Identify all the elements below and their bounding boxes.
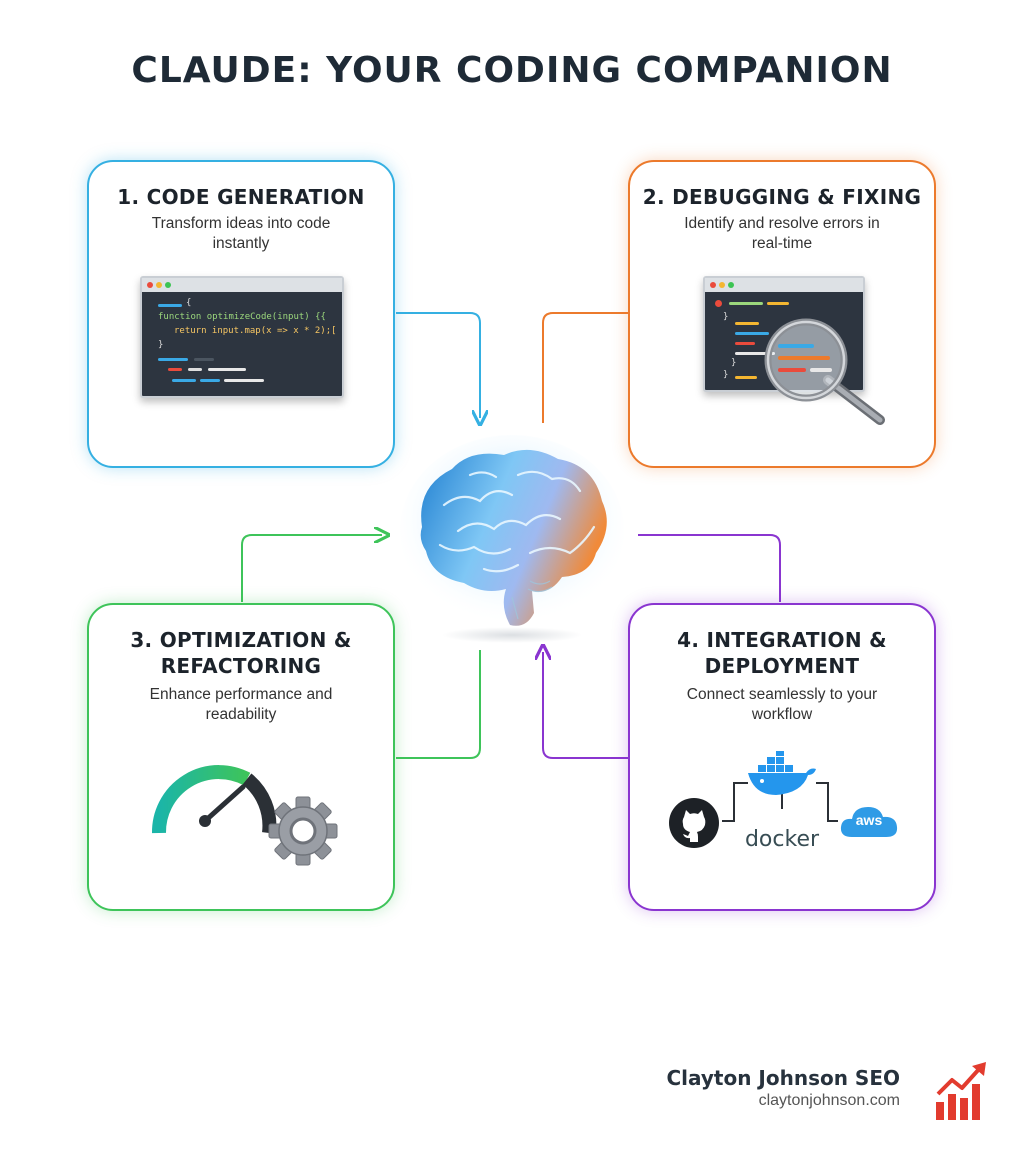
- code-editor-illustration: { function optimizeCode(input) {{ return…: [140, 276, 344, 398]
- connector-debugging: [542, 312, 628, 423]
- connector-optimization-lower: [396, 650, 481, 759]
- connector-code-generation: [396, 312, 480, 418]
- card-code-generation: 1. CODE GENERATION Transform ideas into …: [87, 160, 395, 468]
- code-line-function: function optimizeCode(input) {{: [158, 312, 326, 322]
- connector-integration-lower: [543, 652, 628, 759]
- page-title: CLAUDE: YOUR CODING COMPANION: [131, 50, 893, 91]
- card-description: Connect seamlessly to your workflow: [686, 686, 878, 723]
- card-optimization-refactoring: 3. OPTIMIZATION & REFACTORING Enhance pe…: [87, 603, 395, 911]
- card-title: 2. DEBUGGING & FIXING: [642, 185, 922, 209]
- docker-label: docker: [744, 827, 820, 852]
- footer-brand-name: Clayton Johnson SEO: [666, 1066, 900, 1090]
- card-description: Enhance performance and readability: [149, 686, 333, 723]
- docker-whale-icon: [748, 751, 816, 795]
- card-description: Identify and resolve errors in real-time: [684, 215, 880, 252]
- card-title: 1. CODE GENERATION: [117, 185, 365, 209]
- card-description: Transform ideas into code instantly: [151, 215, 331, 252]
- footer-url: claytonjohnson.com: [758, 1092, 900, 1109]
- speedometer-icon: [151, 765, 277, 834]
- code-line-return: return input.map(x => x * 2);[: [174, 326, 337, 336]
- aws-cloud-icon: aws: [838, 801, 900, 841]
- gear-icon: [268, 796, 338, 866]
- card-title: 4. INTEGRATION & DEPLOYMENT: [677, 628, 887, 678]
- connector-optimization: [241, 535, 382, 602]
- aws-label: aws: [855, 812, 883, 828]
- bar-chart-arrow-icon: [936, 1062, 986, 1120]
- card-integration-deployment: 4. INTEGRATION & DEPLOYMENT Connect seam…: [628, 603, 936, 911]
- integration-connectors: [722, 782, 838, 822]
- connector-integration-upper: [638, 534, 781, 602]
- github-icon: [669, 798, 719, 848]
- card-debugging-fixing: 2. DEBUGGING & FIXING Identify and resol…: [628, 160, 936, 468]
- brain-icon: [400, 435, 625, 645]
- card-title: 3. OPTIMIZATION & REFACTORING: [130, 628, 352, 678]
- magnifying-glass-icon: [764, 318, 885, 425]
